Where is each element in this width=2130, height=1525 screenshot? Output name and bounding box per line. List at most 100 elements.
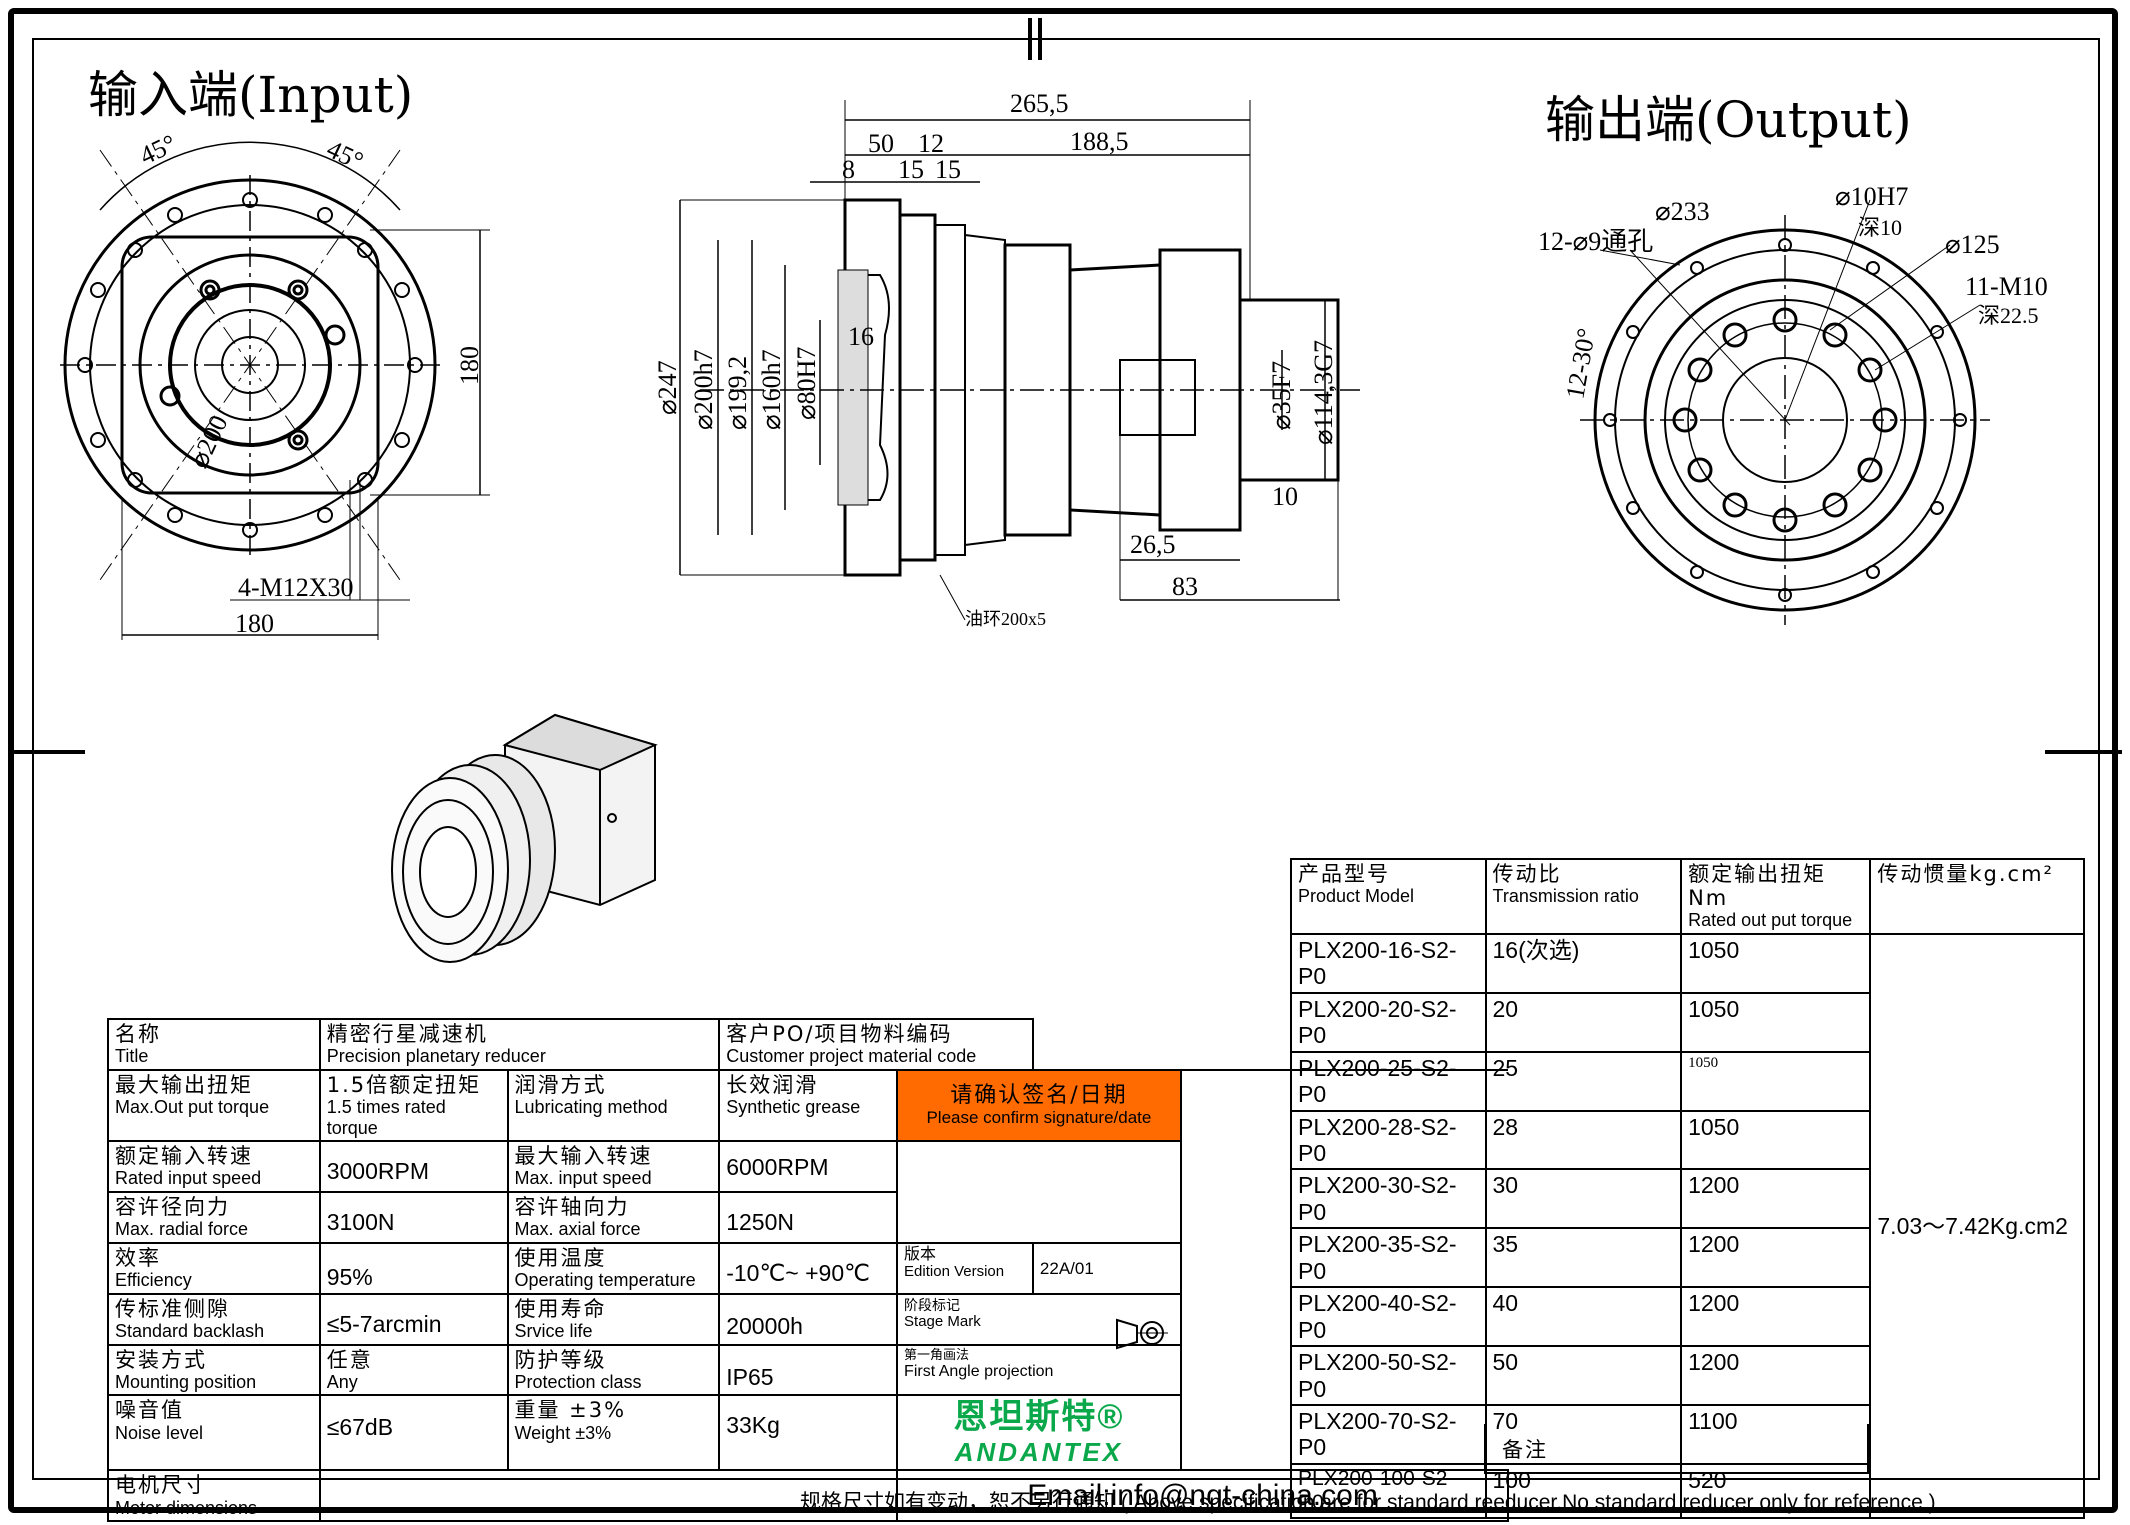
torque-cell: 1200 [1680, 1227, 1872, 1289]
cell-life-value: 20000h [718, 1292, 899, 1346]
cell-edition-value: 22A/01 [1031, 1242, 1182, 1295]
dim-depth10: 深10 [1858, 215, 1902, 240]
ratio-cell: 25 [1484, 1050, 1683, 1112]
dim-d10: ⌀10H7 [1835, 182, 1908, 211]
torque-cell: 1200 [1680, 1286, 1872, 1348]
model-row-cell: PLX200-70-S2-P0 [1290, 1403, 1487, 1465]
input-view-drawing [60, 141, 490, 640]
dim-d80: ⌀80H7 [792, 347, 821, 420]
product-render [391, 713, 658, 963]
dim-oring: 油环200x5 [965, 609, 1046, 629]
footer-note: 规格尺寸如有变动，恕不另行通知 ( Above specification ar… [800, 1491, 1936, 1514]
torque-cell: 1200 [1680, 1168, 1872, 1230]
dim-d35: ⌀35F7 [1267, 361, 1296, 430]
cell-maxspeed-value: 6000RPM [718, 1140, 899, 1194]
torque-cell: 1050 [1680, 1050, 1872, 1112]
dim-input-square: 180 [455, 346, 484, 385]
dim-d233: ⌀233 [1655, 197, 1710, 226]
dim-total-length: 265,5 [1010, 89, 1069, 118]
ratio-cell: 30 [1484, 1168, 1683, 1230]
model-row-cell: PLX200-25-S2-P0 [1290, 1050, 1487, 1112]
ratio-cell: 50 [1484, 1345, 1683, 1406]
dim-angle-right: 45° [322, 134, 367, 176]
dim-len-50: 50 [868, 129, 894, 158]
model-row-cell: PLX200-28-S2-P0 [1290, 1109, 1487, 1171]
cell-motor-value [318, 1469, 899, 1523]
ratio-cell: 20 [1484, 991, 1683, 1053]
dim-len-26: 26,5 [1130, 530, 1176, 559]
model-row-cell: PLX200-30-S2-P0 [1290, 1168, 1487, 1230]
torque-cell: 1050 [1680, 932, 1872, 994]
output-title: 输出端(Output) [1545, 91, 1912, 149]
dim-len-15a: 15 [898, 155, 924, 184]
input-title: 输入端(Input) [88, 66, 414, 124]
dim-len-15b: 15 [935, 155, 961, 184]
model-row-cell: PLX200-16-S2-P0 [1290, 932, 1487, 994]
dim-d114: ⌀114,3G7 [1309, 340, 1338, 445]
cell-speed-value: 3000RPM [318, 1140, 509, 1194]
cell-eff-value: 95% [318, 1242, 509, 1295]
dim-input-bolt: 4-M12X30 [238, 573, 354, 602]
torque-cell: 1050 [1680, 1109, 1872, 1171]
side-view-drawing [679, 100, 1360, 621]
cell-sign-area [896, 1140, 1182, 1243]
dim-d199: ⌀199,2 [723, 356, 752, 430]
dim-angle-output: 12-30° [1560, 326, 1601, 401]
inertia-value: 7.03～7.42Kg.cm2 [1869, 932, 2085, 1520]
ratio-cell: 16(次选) [1484, 932, 1683, 994]
cell-prot-value: IP65 [718, 1343, 899, 1397]
cell-backlash-value: ≤5-7arcmin [318, 1292, 509, 1346]
dim-through-holes: 12-⌀9通孔 [1538, 227, 1653, 256]
torque-cell: 1050 [1680, 991, 1872, 1053]
ratio-cell: 35 [1484, 1227, 1683, 1289]
output-view-drawing [1580, 199, 1990, 625]
model-row-cell: PLX200-40-S2-P0 [1290, 1286, 1487, 1348]
dim-m10: 11-M10 [1965, 272, 2048, 301]
dim-len-83: 83 [1172, 572, 1198, 601]
dim-d160: ⌀160h7 [757, 349, 786, 430]
ratio-cell: 28 [1484, 1109, 1683, 1171]
dim-d16: 16 [848, 322, 874, 351]
ratio-cell: 70 [1484, 1403, 1683, 1465]
model-row-cell: PLX200-50-S2-P0 [1290, 1345, 1487, 1406]
cell-noise-value: ≤67dB [318, 1394, 509, 1472]
dim-len-8: 8 [842, 155, 855, 184]
model-row-cell: PLX200-20-S2-P0 [1290, 991, 1487, 1053]
dim-d125: ⌀125 [1945, 230, 2000, 259]
brand-logo: 恩坦斯特®ANDANTEX [896, 1394, 1182, 1472]
dim-len-10: 10 [1272, 482, 1298, 511]
cell-radial-value: 3100N [318, 1191, 509, 1244]
cell-temp-value: -10℃~ +90℃ [718, 1242, 899, 1295]
cell-axial-value: 1250N [718, 1191, 899, 1244]
model-row-cell: PLX200-100-S2-P0 [1290, 1462, 1487, 1520]
torque-cell: 1100 [1680, 1403, 1872, 1465]
cell-weight-value: 33Kg [718, 1394, 899, 1472]
dim-input-width: 180 [235, 609, 274, 638]
